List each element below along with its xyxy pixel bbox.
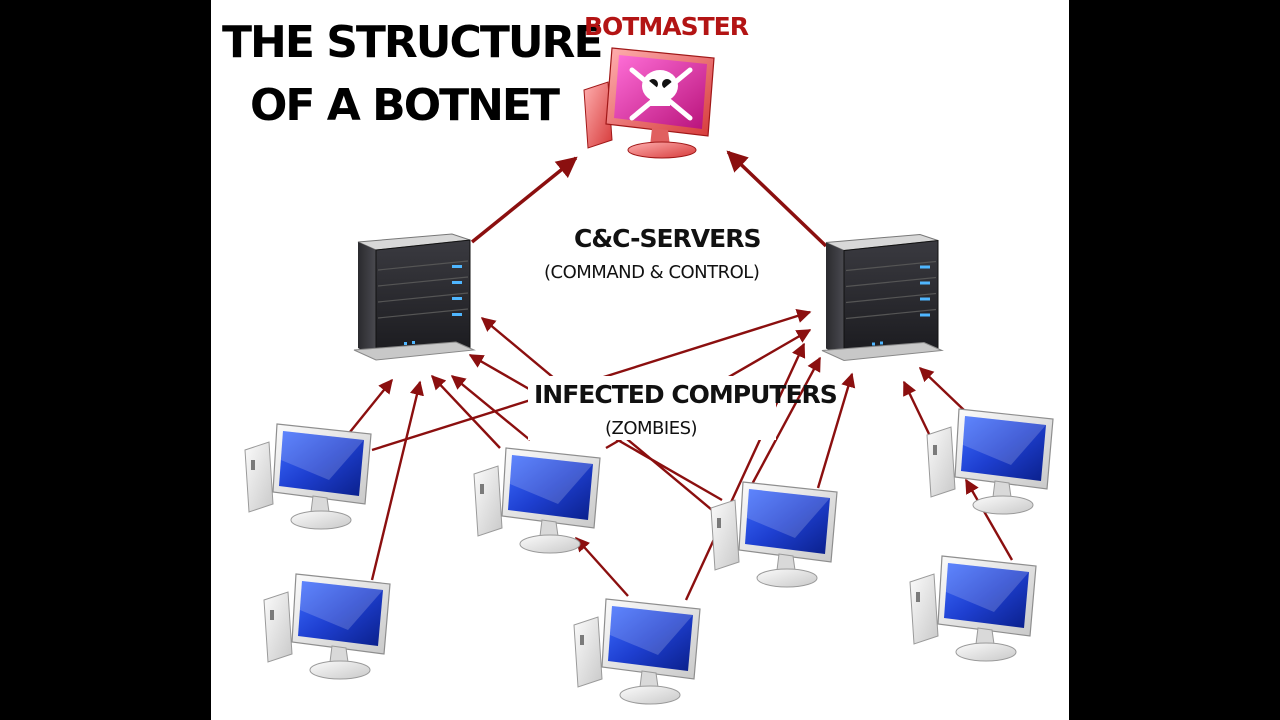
zombies-label-backing [528, 376, 776, 440]
desktop-computer-icon-6 [573, 598, 701, 705]
arrow-left-server-to-botmaster [470, 156, 578, 244]
zombies-sublabel: (ZOMBIES) [605, 418, 697, 439]
desktop-computer-icon-5 [263, 573, 391, 680]
arrow-right-server-to-botmaster [726, 150, 828, 248]
desktop-computer-icon-1 [244, 423, 372, 530]
desktop-computer-icon-3 [710, 481, 838, 588]
servers-sublabel: (COMMAND & CONTROL) [544, 262, 759, 283]
title-line-1: THE STRUCTURE [222, 17, 602, 68]
botmaster-label: BOTMASTER [584, 12, 749, 41]
desktop-computer-icon-7 [909, 555, 1037, 662]
desktop-computer-icon-2 [473, 447, 601, 554]
desktop-computer-icon-4 [926, 408, 1054, 515]
zombie-to-server-arrows [349, 309, 1014, 601]
server-to-botmaster-arrows [470, 150, 828, 248]
title-line-2: OF A BOTNET [250, 80, 560, 131]
servers-label: C&C-SERVERS [574, 224, 760, 253]
server-tower-icon-left [353, 233, 475, 361]
skull-monitor-icon [583, 47, 715, 159]
zombies-label: INFECTED COMPUTERS [534, 380, 837, 409]
server-tower-icon-right [821, 233, 943, 362]
